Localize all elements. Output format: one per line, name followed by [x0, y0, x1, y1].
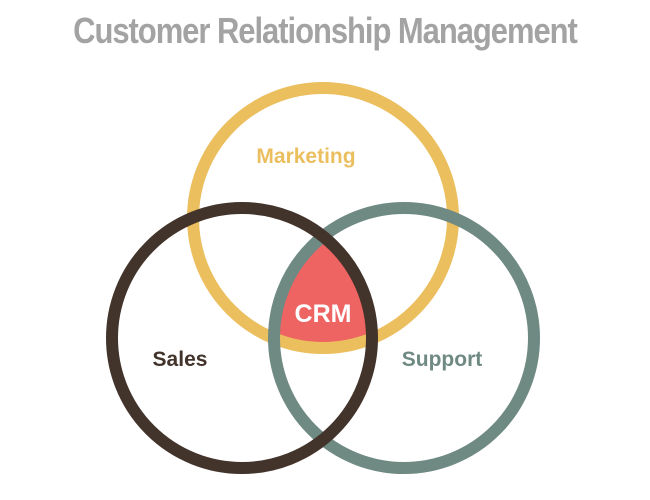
support-label: Support: [402, 348, 482, 371]
support-circle: [268, 202, 540, 474]
crm-intersection-group: [274, 208, 372, 348]
diagram-title: Customer Relationship Management: [73, 10, 578, 51]
crm-label: CRM: [295, 300, 352, 328]
sales-label: Sales: [153, 348, 208, 371]
sales-circle: [106, 202, 378, 474]
marketing-label: Marketing: [256, 145, 355, 168]
crm-intersection: [274, 208, 372, 348]
